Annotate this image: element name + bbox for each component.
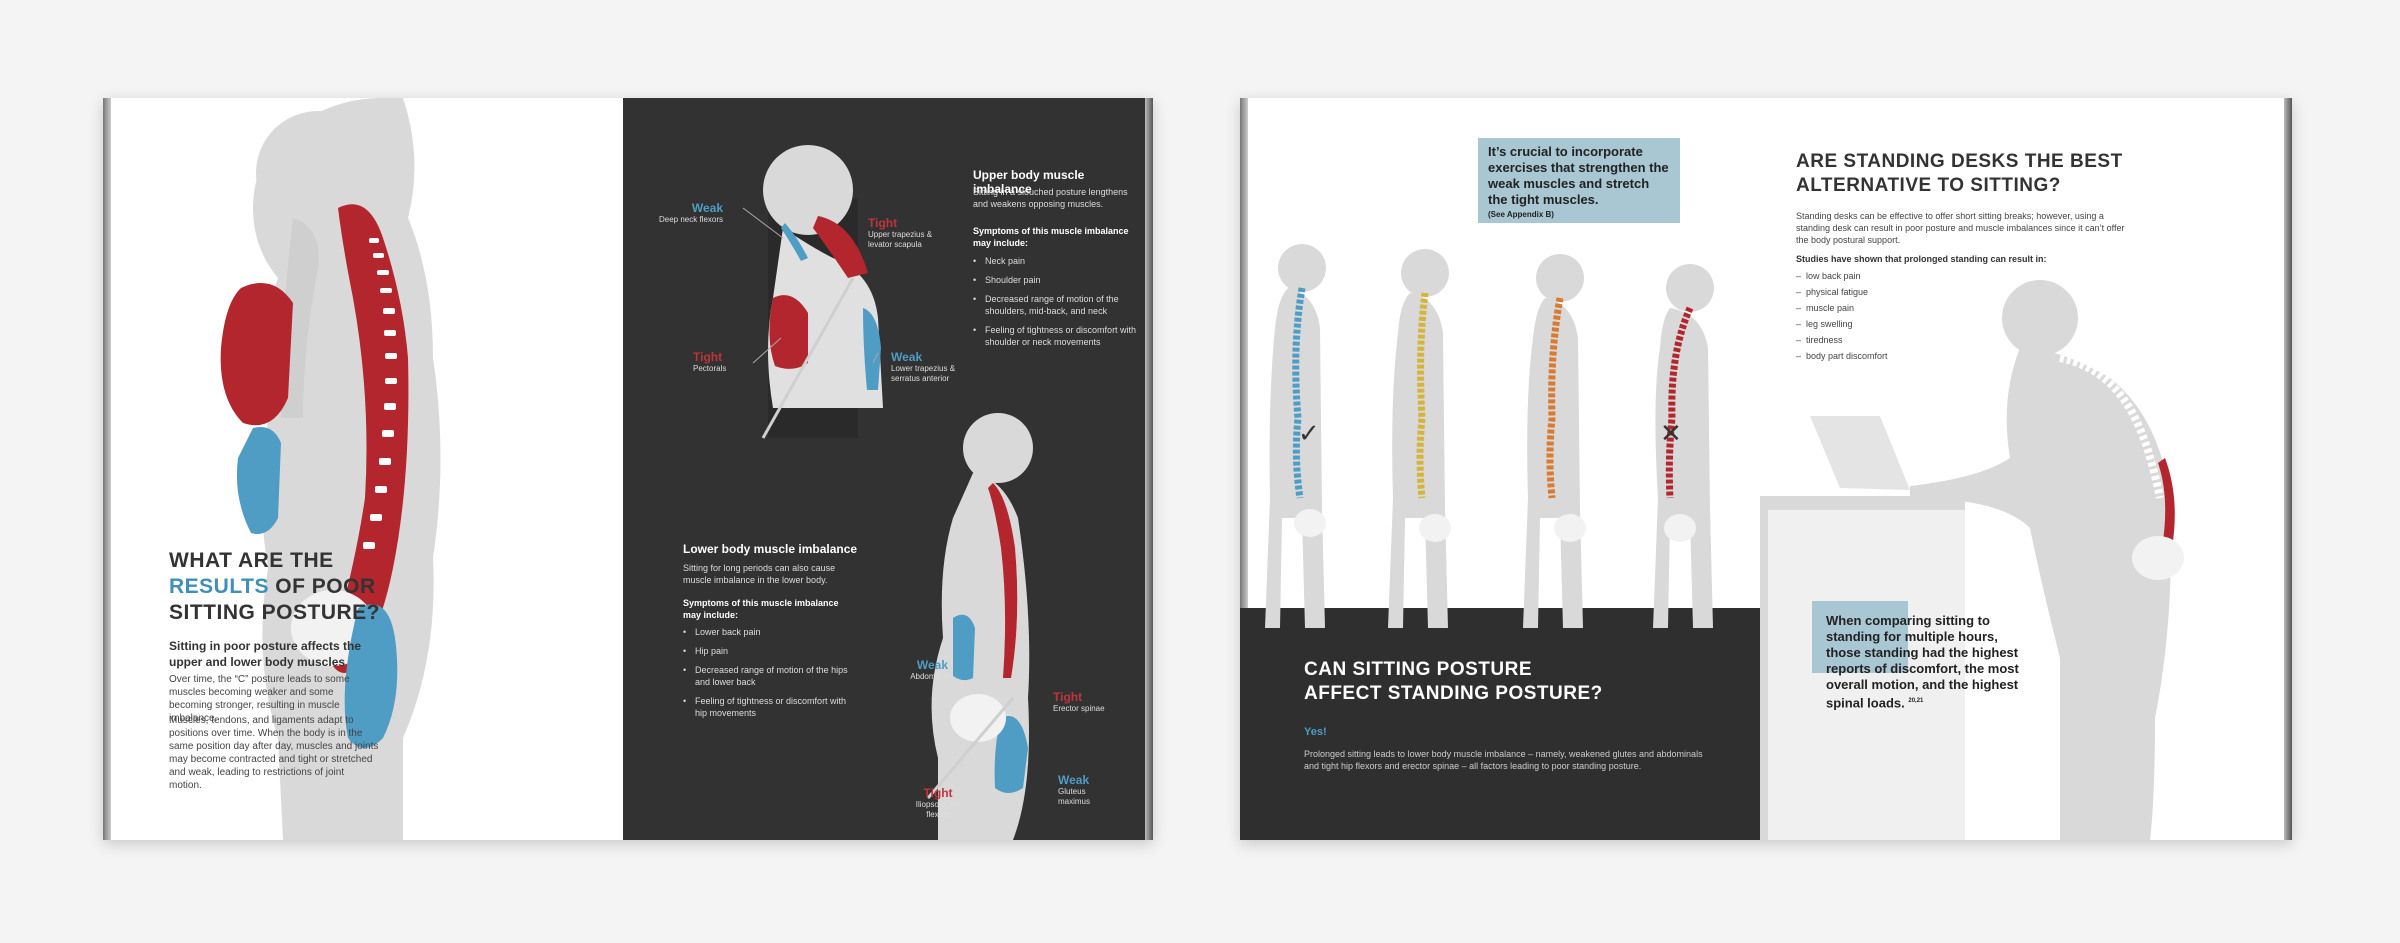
paragraph-1: Over time, the “C” posture leads to some…	[169, 674, 350, 724]
upper-title: Upper body muscle imbalance	[973, 168, 1085, 196]
page-edge	[103, 98, 111, 840]
callout-text: When comparing sitting to standing for m…	[1826, 613, 2019, 711]
list-item: Hip pain	[683, 645, 858, 657]
page-edge	[1145, 98, 1153, 840]
sitting-body-illustration	[220, 98, 441, 840]
lower-title: Lower body muscle imbalance	[683, 542, 858, 556]
exercise-callout: It’s crucial to incorporate exercises th…	[1478, 138, 1680, 223]
list-item: leg swelling	[1796, 318, 1996, 330]
list-item: Neck pain	[973, 255, 1143, 267]
list-title: Studies have shown that prolonged standi…	[1796, 254, 2047, 264]
paragraph: Standing desks can be effective to offer…	[1796, 211, 2125, 245]
callout-ref: 20,21	[1908, 698, 1924, 704]
lower-symptoms-title: Symptoms of this muscle imbalance may in…	[683, 598, 839, 620]
subheading: Sitting in poor posture affects the uppe…	[169, 639, 362, 669]
list-item: Shoulder pain	[973, 274, 1143, 286]
upper-symptoms-title: Symptoms of this muscle imbalance may in…	[973, 226, 1129, 248]
list-item: body part discomfort	[1796, 350, 1996, 362]
callout-text: It’s crucial to incorporate exercises th…	[1488, 144, 1669, 207]
dark-band	[1240, 608, 1760, 840]
page-muscle-imbalance: Upper body muscle imbalance Sitting in a…	[623, 98, 1153, 840]
heading-accent: RESULTS	[169, 575, 269, 598]
page-heading: ARE STANDING DESKS THE BEST ALTERNATIVE …	[1796, 151, 2123, 196]
lower-symptoms-list: Lower back pain Hip pain Decreased range…	[683, 626, 858, 726]
list-item: Feeling of tightness or discomfort with …	[973, 324, 1143, 348]
heading-line1: WHAT ARE THE	[169, 549, 334, 572]
label-weak-neck-flexors: Weak Deep neck flexors	[658, 201, 723, 224]
upper-symptoms-list: Neck pain Shoulder pain Decreased range …	[973, 255, 1143, 355]
label-tight-iliopsoas: Tight Iliopsoas hip flexors	[915, 786, 961, 819]
list-item: low back pain	[1796, 270, 1996, 282]
list-item: muscle pain	[1796, 302, 1996, 314]
list-item: tiredness	[1796, 334, 1996, 346]
callout-ref: (See Appendix B)	[1488, 210, 1554, 219]
label-tight-pectorals: Tight Pectorals	[693, 350, 727, 373]
list-item: Decreased range of motion of the hips an…	[683, 664, 858, 688]
standing-callout: When comparing sitting to standing for m…	[1826, 613, 2036, 711]
check-icon: ✓	[1298, 418, 1320, 448]
callout-background	[1812, 601, 1908, 673]
label-weak-lower-trapezius: Weak Lower trapezius & serratus anterior	[891, 350, 956, 383]
heading-line2: OF POOR	[268, 575, 376, 598]
standing-desk-illustration	[1760, 280, 2184, 840]
list-item: physical fatigue	[1796, 286, 1996, 298]
list-item: Feeling of tightness or discomfort with …	[683, 695, 858, 719]
paragraph: Prolonged sitting leads to lower body mu…	[1304, 749, 1703, 771]
label-tight-trapezius: Tight Upper trapezius & levator scapula	[868, 216, 933, 249]
list-item: Lower back pain	[683, 626, 858, 638]
page-results-of-poor-posture: WHAT ARE THE RESULTS OF POOR SITTING POS…	[103, 98, 623, 840]
standing-effects-list: low back pain physical fatigue muscle pa…	[1796, 270, 1996, 366]
label-weak-gluteus: Weak Gluteus maximus	[1058, 773, 1091, 806]
page-standing-desks: ARE STANDING DESKS THE BEST ALTERNATIVE …	[1760, 98, 2292, 840]
book-spread-2: ✓ ✕ It’s crucial to incorporate exercise…	[1240, 98, 2292, 840]
paragraph-2: Muscles, tendons, and ligaments adapt to…	[169, 715, 379, 791]
book-spread-1: WHAT ARE THE RESULTS OF POOR SITTING POS…	[103, 98, 1153, 840]
list-item: Decreased range of motion of the shoulde…	[973, 293, 1143, 317]
upper-desc: Sitting in a slouched posture lengthens …	[973, 187, 1128, 209]
label-tight-erector-spinae: Tight Erector spinae	[1053, 690, 1105, 713]
page-sitting-affects-standing: ✓ ✕ It’s crucial to incorporate exercise…	[1240, 98, 1760, 840]
lower-body-illustration	[926, 413, 1033, 840]
cross-icon: ✕	[1660, 418, 1682, 448]
page-heading: CAN SITTING POSTURE AFFECT STANDING POST…	[1304, 659, 1603, 704]
page-edge	[2284, 98, 2292, 840]
heading-line3: SITTING POSTURE?	[169, 601, 381, 624]
page-heading: WHAT ARE THE RESULTS OF POOR SITTING POS…	[169, 548, 389, 626]
label-weak-abdominal: Weak Abdominal	[910, 658, 948, 681]
lower-desc: Sitting for long periods can also cause …	[683, 563, 836, 585]
yes-label: Yes!	[1304, 726, 1327, 738]
upper-body-illustration	[742, 145, 883, 439]
page-edge	[1240, 98, 1248, 840]
standing-posture-figures	[1265, 244, 1714, 628]
